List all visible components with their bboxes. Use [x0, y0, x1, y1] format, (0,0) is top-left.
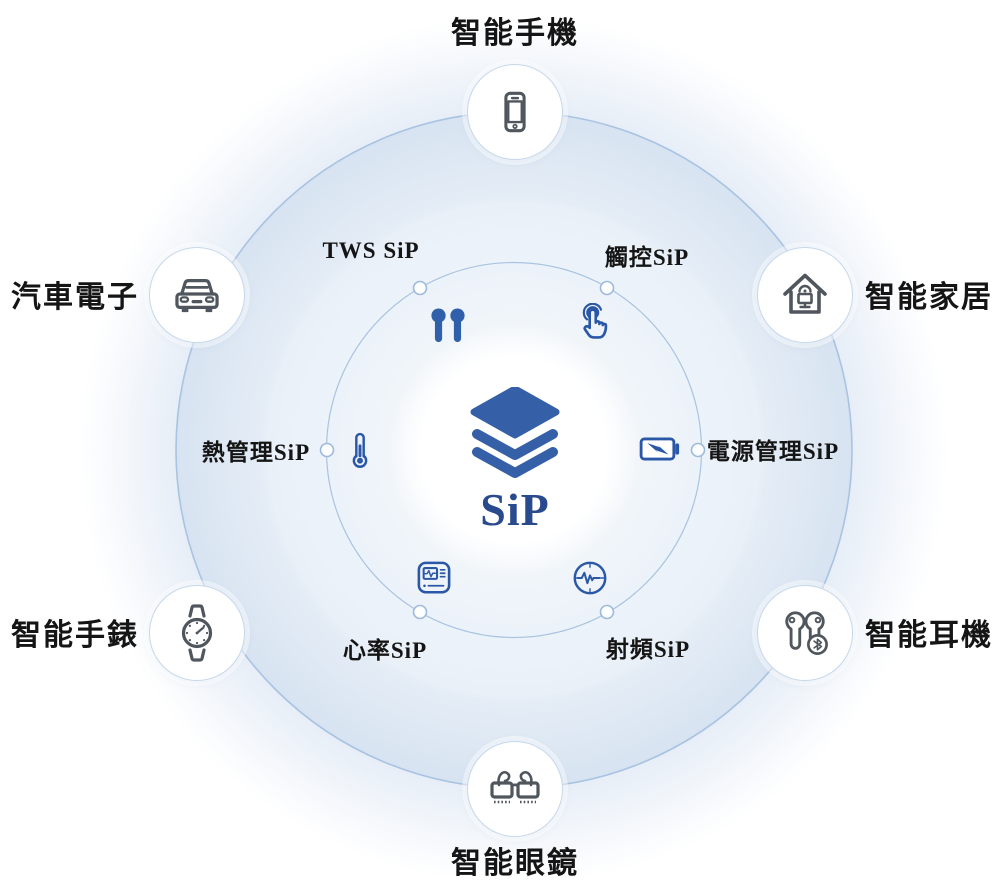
center-sip-label: SiP: [480, 484, 550, 535]
app-node-smartphone: [467, 64, 563, 160]
app-label-smart-home: 智能家居: [865, 281, 993, 314]
app-label-smart-glasses: 智能眼鏡: [451, 847, 579, 880]
rf-signal-icon: [573, 561, 607, 595]
ring-connector-dot: [599, 604, 615, 620]
tws-earbuds-icon: [431, 308, 465, 343]
sip-type-label-tws: TWS SiP: [322, 238, 420, 263]
ring-connector-dot: [690, 442, 706, 458]
app-node-smart-glasses: [467, 741, 563, 837]
app-label-automotive: 汽車電子: [11, 281, 139, 314]
sip-type-label-rf: 射頻SiP: [605, 637, 691, 662]
battery-icon: [639, 437, 680, 461]
smart-home-icon: [783, 273, 827, 314]
sip-type-label-thermal: 熱管理SiP: [201, 440, 311, 465]
heart-rate-monitor-icon: [417, 561, 451, 594]
app-node-automotive: [149, 247, 245, 343]
thermometer-icon: [352, 432, 368, 468]
layers-icon: [470, 387, 560, 478]
app-label-smartwatch: 智能手錶: [11, 619, 139, 652]
ring-connector-dot: [599, 280, 615, 296]
ring-connector-dot: [319, 442, 335, 458]
car-icon: [175, 279, 219, 313]
ring-connector-dot: [412, 280, 428, 296]
app-node-smartwatch: [149, 585, 245, 681]
center-sip-logo: SiP: [470, 387, 560, 533]
sip-type-label-touch: 觸控SiP: [604, 245, 690, 270]
app-label-smartphone: 智能手機: [451, 17, 579, 50]
app-node-smart-earbuds: [757, 585, 853, 681]
ring-connector-dots: [319, 280, 706, 620]
touch-icon: [582, 303, 608, 339]
smartphone-icon: [504, 91, 526, 133]
app-label-smart-earbuds: 智能耳機: [865, 619, 993, 652]
sip-type-label-heart-rate: 心率SiP: [342, 638, 428, 663]
app-node-smart-home: [757, 247, 853, 343]
smart-glasses-icon: [490, 771, 540, 804]
sip-type-label-power: 電源管理SiP: [706, 439, 840, 464]
smartwatch-icon: [181, 604, 213, 662]
ring-connector-dot: [412, 604, 428, 620]
earbuds-icon: [785, 611, 828, 655]
